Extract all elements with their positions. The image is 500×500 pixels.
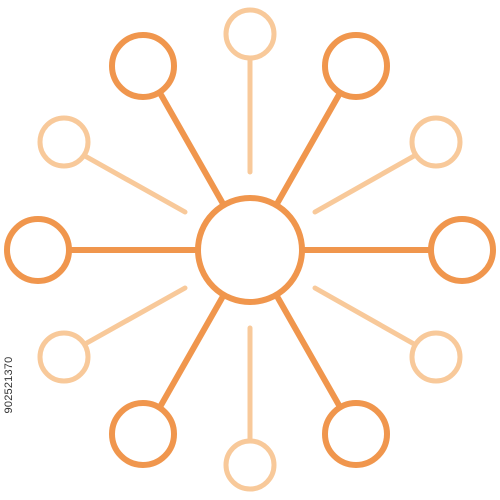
node-upper-right xyxy=(409,115,463,169)
node-left xyxy=(4,216,72,284)
node-upper-left xyxy=(37,115,91,169)
node-top-right xyxy=(322,32,390,100)
node-lower-left xyxy=(37,330,91,384)
spoke-upper-left xyxy=(82,153,188,215)
node-bottom-left xyxy=(109,400,177,468)
node-bottom xyxy=(223,438,277,492)
spoke-top-right xyxy=(275,90,343,205)
node-bottom-right xyxy=(322,400,390,468)
spoke-upper-right xyxy=(312,153,417,215)
spoke-lower-right xyxy=(312,285,417,347)
watermark-id-text: 902521370 xyxy=(3,356,15,414)
node-lower-right xyxy=(409,330,463,384)
spoke-bottom-left xyxy=(157,295,225,410)
hub-circle xyxy=(195,195,305,305)
spoke-bottom-right xyxy=(275,295,343,410)
spoke-lower-left xyxy=(82,285,188,347)
node-right xyxy=(428,216,496,284)
node-top xyxy=(223,7,277,61)
node-top-left xyxy=(109,32,177,100)
spoke-top-left xyxy=(157,90,225,205)
